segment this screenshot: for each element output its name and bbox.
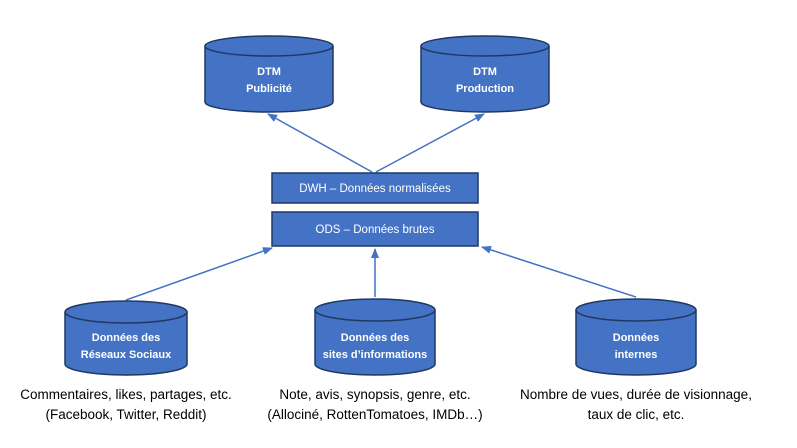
cylinder-body (575, 310, 697, 376)
cylinder-body (204, 46, 334, 113)
cylinder-body (64, 312, 188, 376)
arrows (125, 113, 637, 301)
arrow-donnees-internes-to-ods (481, 245, 637, 298)
source-reseaux-sociaux-line2: Réseaux Sociaux (81, 349, 172, 361)
datamart-publicite-cylinder: DTM Publicité (204, 35, 334, 113)
cylinder-top (314, 298, 436, 322)
caption-reseaux-sociaux-line1: Commentaires, likes, partages, etc. (20, 387, 232, 402)
cylinder-top (575, 298, 697, 322)
ods-box: ODS – Données brutes (271, 211, 479, 247)
datamart-production-line2: Production (456, 83, 514, 95)
caption-donnees-internes-line2: taux de clic, etc. (587, 407, 685, 422)
dwh-label: DWH – Données normalisées (299, 183, 451, 195)
arrow-dwh-to-dtm-publicite (267, 113, 373, 173)
cylinder-top (64, 300, 188, 324)
source-sites-informations-cylinder: Données des sites d’informations (314, 298, 436, 376)
cylinder-body (314, 310, 436, 376)
caption-sites-informations: Note, avis, synopsis, genre, etc. (Alloc… (235, 385, 515, 425)
caption-donnees-internes-line1: Nombre de vues, durée de visionnage, (520, 387, 752, 402)
datamart-production-line1: DTM (473, 66, 497, 78)
ods-label: ODS – Données brutes (316, 224, 435, 236)
caption-sites-informations-line1: Note, avis, synopsis, genre, etc. (279, 387, 471, 402)
source-donnees-internes-line1: Données (613, 332, 659, 344)
cylinder-top (204, 35, 334, 57)
caption-reseaux-sociaux-line2: (Facebook, Twitter, Reddit) (45, 407, 207, 422)
source-reseaux-sociaux-cylinder: Données des Réseaux Sociaux (64, 300, 188, 376)
arrow-reseaux-sociaux-to-ods (125, 247, 273, 301)
caption-reseaux-sociaux: Commentaires, likes, partages, etc. (Fac… (0, 385, 266, 425)
datamart-publicite-line2: Publicité (246, 83, 292, 95)
arrow-dwh-to-dtm-production (375, 113, 485, 173)
source-donnees-internes-cylinder: Données internes (575, 298, 697, 376)
caption-donnees-internes: Nombre de vues, durée de visionnage, tau… (496, 385, 776, 425)
datamart-publicite-line1: DTM (257, 66, 281, 78)
source-sites-informations-line1: Données des (341, 332, 409, 344)
cylinder-top (420, 35, 550, 57)
source-sites-informations-line2: sites d’informations (323, 349, 428, 361)
dwh-box: DWH – Données normalisées (271, 172, 479, 204)
datamart-production-cylinder: DTM Production (420, 35, 550, 113)
source-donnees-internes-line2: internes (615, 349, 658, 361)
caption-sites-informations-line2: (Allociné, RottenTomatoes, IMDb…) (267, 407, 483, 422)
cylinder-body (420, 46, 550, 113)
source-reseaux-sociaux-line1: Données des (92, 332, 160, 344)
